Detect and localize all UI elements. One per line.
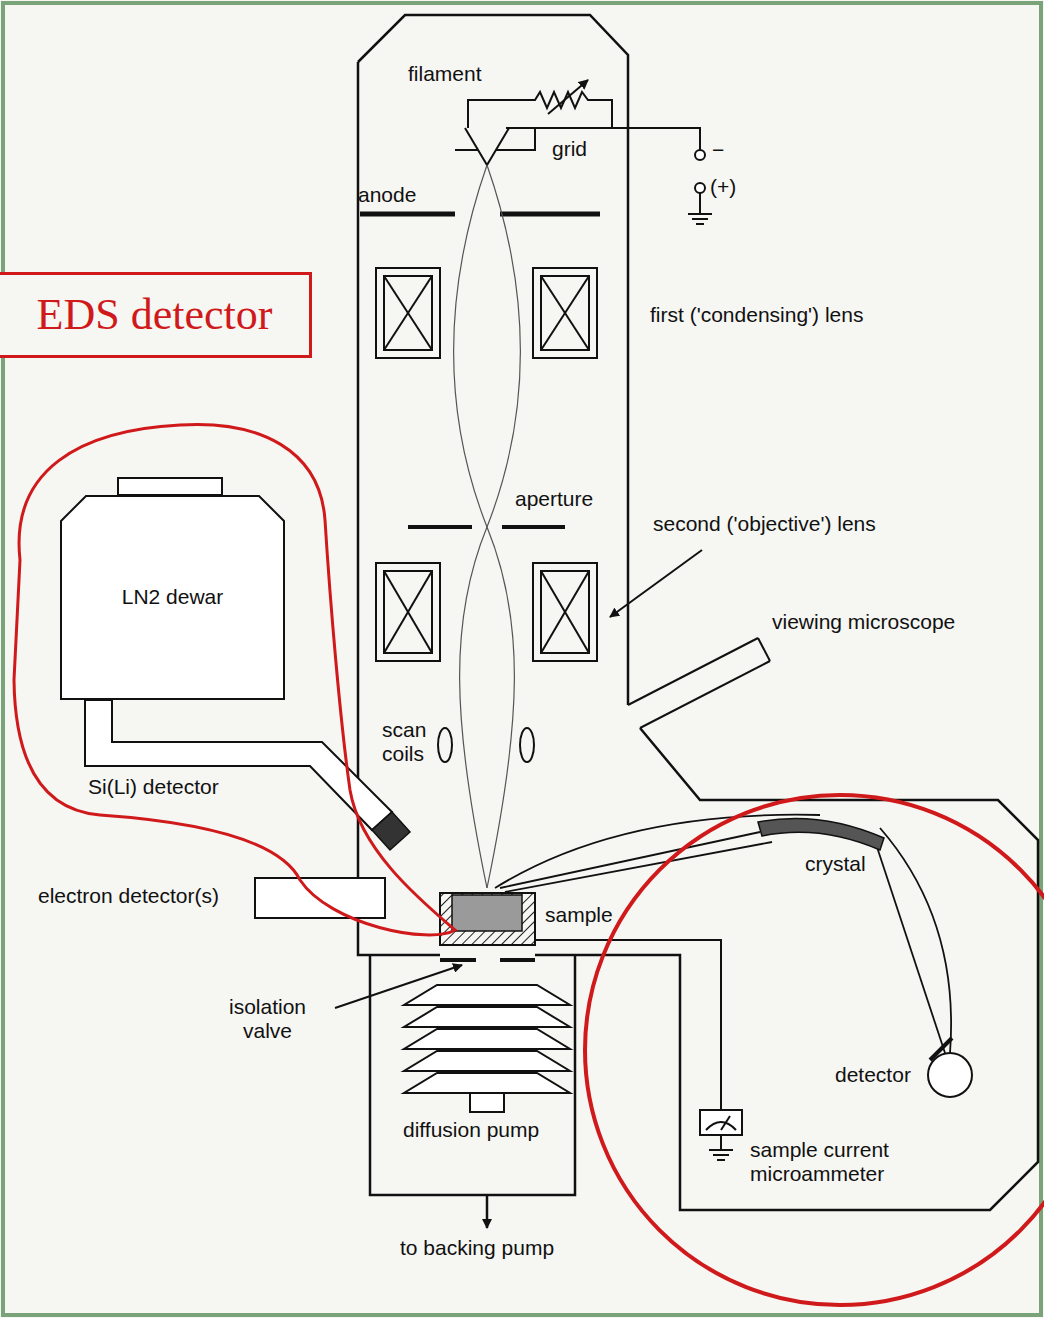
part-label: sample xyxy=(545,903,613,927)
label-holder: viewing microscope xyxy=(772,610,955,634)
dewar-box: LN2 dewar xyxy=(60,495,285,700)
label-holder: aperture xyxy=(515,487,593,511)
highlight-circle xyxy=(585,795,1044,1305)
part-label: isolation valve xyxy=(205,995,330,1043)
x-ray-detector xyxy=(928,1038,972,1097)
isolation-valve xyxy=(440,958,535,962)
leader-line xyxy=(610,550,702,617)
filament-circuit xyxy=(455,80,712,224)
part-label: filament xyxy=(408,62,482,86)
label-holder: sample xyxy=(545,903,613,927)
label-holder: second ('objective') lens xyxy=(653,512,876,536)
label-holder: − xyxy=(712,138,724,162)
analysing-crystal xyxy=(758,818,884,850)
label-holder: grid xyxy=(552,137,587,161)
label-holder: crystal xyxy=(805,852,866,876)
anode-plates xyxy=(360,212,600,217)
part-label: scan coils xyxy=(382,718,436,766)
electron-detector xyxy=(255,878,385,918)
part-label: detector xyxy=(835,1063,911,1087)
part-label: grid xyxy=(552,137,587,161)
lens-coils xyxy=(376,268,597,762)
part-label: viewing microscope xyxy=(772,610,955,634)
callout-box: EDS detector xyxy=(0,272,312,358)
label-holder: sample current microammeter xyxy=(750,1138,915,1186)
label-holder: anode xyxy=(358,183,416,207)
page-frame xyxy=(3,3,1041,1315)
electron-beam xyxy=(454,165,521,888)
label-holder: isolation valve xyxy=(205,995,330,1043)
viewing-microscope-tube xyxy=(628,638,770,728)
label-holder: Si(Li) detector xyxy=(88,775,219,799)
label-holder: detector xyxy=(835,1063,911,1087)
part-label: aperture xyxy=(515,487,593,511)
part-label: electron detector(s) xyxy=(38,884,219,908)
dewar-shape xyxy=(61,496,284,699)
label-holder: filament xyxy=(408,62,482,86)
part-label: sample current microammeter xyxy=(750,1138,915,1186)
sample-stage xyxy=(440,893,535,945)
label-holder: (+) xyxy=(710,175,736,199)
highlight-loop xyxy=(14,424,455,934)
part-label: diffusion pump xyxy=(403,1118,539,1142)
part-label: LN2 dewar xyxy=(122,585,224,609)
label-holder: scan coils xyxy=(382,718,436,766)
part-label: to backing pump xyxy=(400,1236,554,1260)
part-label: crystal xyxy=(805,852,866,876)
label-holder: diffusion pump xyxy=(403,1118,539,1142)
label-holder: to backing pump xyxy=(400,1236,554,1260)
sample-current-circuit xyxy=(535,940,742,1160)
callout-text: EDS detector xyxy=(37,290,273,341)
part-label: (+) xyxy=(710,175,736,199)
spectrometer-paths xyxy=(495,815,951,1053)
dewar-cap xyxy=(118,478,222,495)
part-label: anode xyxy=(358,183,416,207)
part-label: − xyxy=(712,138,724,162)
part-label: first ('condensing') lens xyxy=(650,303,863,327)
label-holder: electron detector(s) xyxy=(38,884,219,908)
column-outline xyxy=(358,15,1038,1210)
part-label: second ('objective') lens xyxy=(653,512,876,536)
part-label: Si(Li) detector xyxy=(88,775,219,799)
label-holder: first ('condensing') lens xyxy=(650,303,863,327)
outlet-arrow xyxy=(486,1195,489,1228)
diffusion-pump xyxy=(404,985,570,1112)
